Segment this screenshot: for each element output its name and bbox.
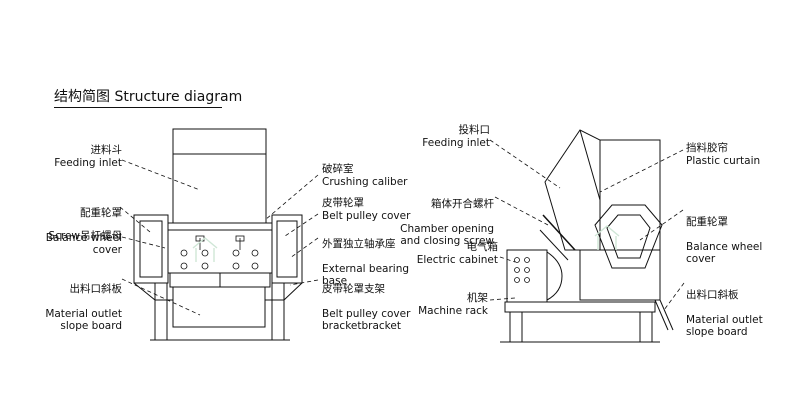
label-balance-wheel-cover-right: 配重轮罩 Balance wheel cover xyxy=(686,215,763,266)
side-view-leaders xyxy=(489,139,685,311)
label-crushing-caliber: 破碎室 Crushing caliber xyxy=(322,163,408,188)
label-screw-nut: Screw吊杆螺母 xyxy=(48,230,122,242)
title-underline xyxy=(54,107,222,108)
label-feeding-inlet-left: 进料斗 Feeding inlet xyxy=(54,144,122,169)
label-electric-cabinet: 电气箱 Electric cabinet xyxy=(416,241,498,266)
label-external-bearing-base: 外置独立轴承座 External bearing base xyxy=(322,237,410,288)
label-chamber-screw: 箱体开合螺杆 Chamber opening and closing screw xyxy=(400,197,494,248)
label-belt-pulley-bracket: 皮带轮罩支架 Belt pulley cover bracketbracket xyxy=(322,282,411,333)
front-view-drawing xyxy=(133,128,303,341)
label-material-outlet-left: 出料口斜板 Material outlet slope board xyxy=(45,282,122,333)
label-machine-rack: 机架 Machine rack xyxy=(418,292,488,317)
watermark-logo xyxy=(192,225,620,262)
label-plastic-curtain: 挡料胶帘 Plastic curtain xyxy=(686,142,761,167)
label-material-outlet-right: 出料口斜板 Material outlet slope board xyxy=(686,288,763,339)
front-view-leaders xyxy=(119,159,319,316)
label-balance-wheel-cover-left: 配重轮罩 Balance wheel cover xyxy=(45,206,122,257)
label-belt-pulley-cover: 皮带轮罩 Belt pulley cover xyxy=(322,197,411,222)
diagram-title: 结构简图 Structure diagram xyxy=(54,89,243,105)
label-feeding-inlet-right: 投料口 Feeding inlet xyxy=(422,124,490,149)
side-view-drawing xyxy=(500,129,674,343)
